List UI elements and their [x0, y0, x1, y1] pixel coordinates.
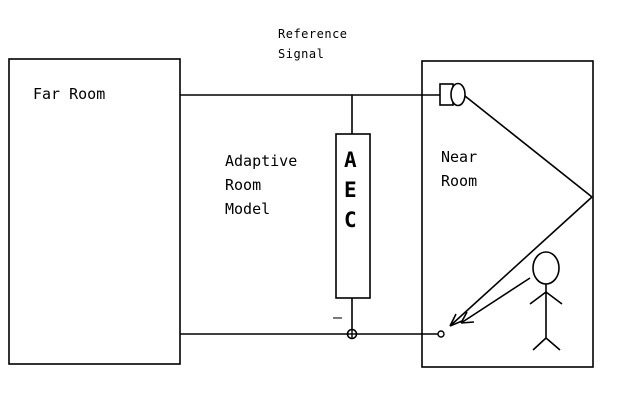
- reference-signal-label-line1: Reference: [278, 27, 348, 41]
- talker-figure-icon: [529, 251, 563, 351]
- minus-sign: –: [333, 308, 343, 326]
- adaptive-model-label-line3: Model: [225, 200, 270, 218]
- aec-letter-e: E: [344, 178, 357, 202]
- near-room-label-line2: Room: [441, 172, 477, 190]
- reference-signal-label-line2: Signal: [278, 47, 324, 61]
- near-room-label-line1: Near: [441, 148, 477, 166]
- aec-letter-c: C: [344, 208, 357, 232]
- aec-block: [335, 133, 371, 299]
- aec-letter-a: A: [344, 148, 357, 172]
- adaptive-model-label-line1: Adaptive: [225, 152, 297, 170]
- loudspeaker-icon: [439, 82, 466, 107]
- far-room-label: Far Room: [33, 85, 105, 103]
- speech-path-arrow: [460, 277, 531, 324]
- adaptive-model-label-line2: Room: [225, 176, 261, 194]
- microphone-icon: [437, 330, 445, 338]
- far-room-box: [8, 58, 181, 365]
- near-room-box: [421, 60, 594, 368]
- summing-junction-icon: [346, 328, 358, 340]
- echo-path-arrow: [449, 95, 593, 327]
